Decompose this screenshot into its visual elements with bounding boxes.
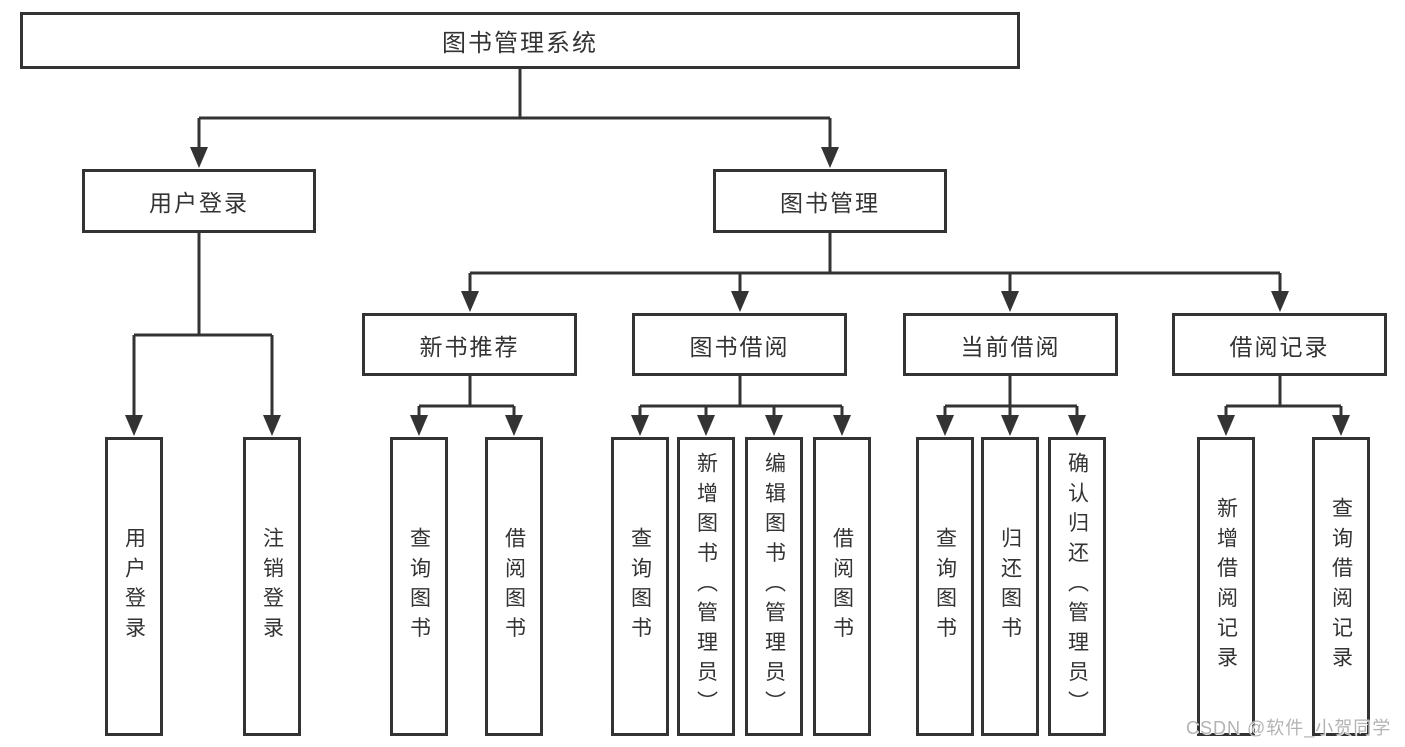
- node-book-borrowing: 图书借阅: [632, 313, 847, 376]
- arrowhead-icon: [936, 415, 954, 436]
- arrowhead-icon: [461, 291, 479, 312]
- node-label: 归还图书: [998, 526, 1022, 647]
- node-label: 图书借阅: [689, 333, 790, 360]
- arrowhead-icon: [821, 147, 839, 168]
- node-label: 查询图书: [407, 526, 431, 647]
- node-label: 图书管理: [780, 190, 880, 216]
- arrowhead-icon: [125, 415, 143, 436]
- arrowhead-icon: [1001, 415, 1019, 436]
- node-new-book-recommendation: 新书推荐: [362, 313, 577, 376]
- node-label: 查询图书: [933, 526, 957, 647]
- node-leaf-logout: 注销登录: [243, 437, 301, 736]
- node-label: 借阅记录: [1229, 333, 1330, 360]
- node-leaf-edit-books-admin: 编辑图书（管理员）: [745, 437, 803, 736]
- node-label: 编辑图书（管理员）: [762, 452, 786, 721]
- node-leaf-add-books-admin: 新增图书（管理员）: [677, 437, 735, 736]
- arrowhead-icon: [1001, 291, 1019, 312]
- arrowhead-icon: [1068, 415, 1086, 436]
- node-user-login: 用户登录: [82, 169, 316, 233]
- node-leaf-query-books-recommend: 查询图书: [390, 437, 448, 736]
- arrowhead-icon: [1332, 415, 1350, 436]
- arrowhead-icon: [263, 415, 281, 436]
- node-label: 借阅图书: [830, 526, 854, 647]
- arrowhead-icon: [731, 291, 749, 312]
- node-current-borrowing: 当前借阅: [903, 313, 1118, 376]
- arrowhead-icon: [1217, 415, 1235, 436]
- arrowhead-icon: [697, 415, 715, 436]
- arrowheads: [125, 147, 1350, 436]
- node-label: 查询借阅记录: [1329, 497, 1353, 676]
- node-label: 新增借阅记录: [1214, 497, 1238, 676]
- node-borrowing-records: 借阅记录: [1172, 313, 1387, 376]
- node-leaf-add-borrowing-record: 新增借阅记录: [1197, 437, 1255, 736]
- arrowhead-icon: [505, 415, 523, 436]
- node-leaf-query-books-borrowing: 查询图书: [611, 437, 669, 736]
- node-label: 查询图书: [628, 526, 652, 647]
- arrowhead-icon: [631, 415, 649, 436]
- node-leaf-query-borrowing-record: 查询借阅记录: [1312, 437, 1370, 736]
- arrowhead-icon: [1271, 291, 1289, 312]
- node-root: 图书管理系统: [20, 12, 1020, 69]
- arrowhead-icon: [765, 415, 783, 436]
- node-label: 用户登录: [149, 190, 249, 216]
- watermark: CSDN @软件_小贺同学: [1186, 718, 1392, 738]
- node-label: 确认归还（管理员）: [1065, 452, 1089, 721]
- node-book-management: 图书管理: [713, 169, 947, 233]
- node-label: 借阅图书: [502, 526, 526, 647]
- node-leaf-return-books: 归还图书: [981, 437, 1039, 736]
- node-label: 新增图书（管理员）: [694, 452, 718, 721]
- node-label: 当前借阅: [960, 333, 1061, 360]
- node-label: 用户登录: [122, 526, 146, 647]
- node-label: 图书管理系统: [442, 30, 598, 57]
- node-leaf-borrow-books-recommend: 借阅图书: [485, 437, 543, 736]
- node-label: 注销登录: [260, 526, 284, 647]
- node-leaf-confirm-return-admin: 确认归还（管理员）: [1048, 437, 1106, 736]
- node-leaf-borrow-books: 借阅图书: [813, 437, 871, 736]
- arrowhead-icon: [190, 147, 208, 168]
- arrowhead-icon: [833, 415, 851, 436]
- node-leaf-user-login: 用户登录: [105, 437, 163, 736]
- node-label: 新书推荐: [419, 333, 520, 360]
- arrowhead-icon: [410, 415, 428, 436]
- node-leaf-query-books-current: 查询图书: [916, 437, 974, 736]
